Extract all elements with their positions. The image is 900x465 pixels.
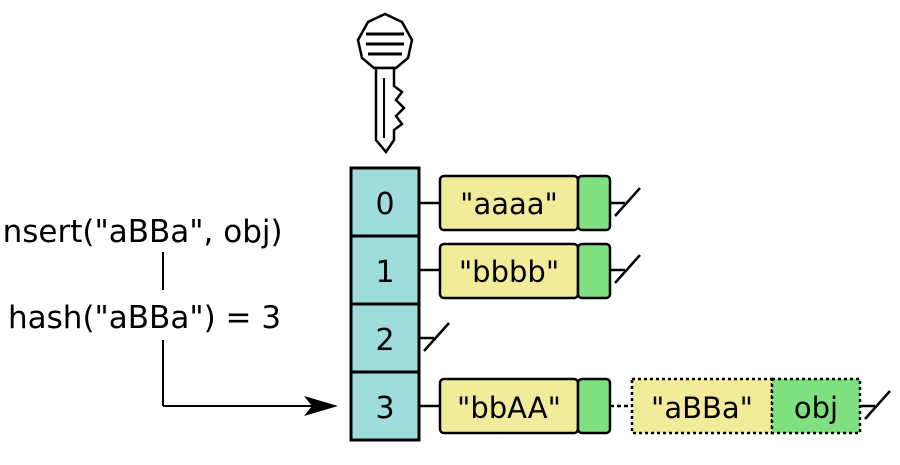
bucket-3: 3	[349, 370, 421, 442]
hash-label: hash("aBBa") = 3	[8, 300, 281, 336]
entry-key-0: "aaaa"	[460, 187, 558, 221]
null-terminator-1	[614, 254, 641, 284]
bucket-2: 2	[349, 302, 421, 374]
insert-connector	[162, 252, 318, 407]
bucket-index-1: 1	[375, 255, 394, 290]
bucket-1: 1	[349, 234, 421, 306]
insert-arrowhead	[304, 396, 338, 416]
bucket-index-2: 2	[375, 323, 394, 358]
key-icon	[356, 12, 414, 155]
bucket-index-0: 0	[375, 187, 394, 222]
new-entry-value: obj	[794, 391, 838, 425]
entry-row-0: "aaaa"	[419, 174, 641, 232]
new-entry-value-box	[770, 377, 862, 435]
entry-pointer-2	[576, 377, 612, 435]
bucket-array: 0 1 2 3	[349, 166, 421, 442]
entry-row-3: "bbAA" "aBBa" obj	[419, 377, 891, 435]
entry-key-2: "bbAA"	[457, 391, 561, 425]
entry-row-1: "bbbb"	[419, 242, 641, 300]
null-terminator-3	[864, 390, 891, 420]
new-entry-key: "aBBa"	[651, 391, 753, 425]
insert-label: insert("aBBa", obj)	[0, 214, 283, 250]
entry-row-2	[419, 322, 450, 352]
null-terminator-2	[423, 322, 450, 352]
entry-key-1: "bbbb"	[459, 255, 559, 289]
null-terminator-0	[614, 187, 641, 217]
new-entry: "aBBa" obj	[630, 377, 891, 435]
entry-pointer-1	[576, 242, 612, 300]
entry-pointer-0	[576, 174, 612, 232]
bucket-0: 0	[349, 166, 421, 238]
new-entry-key-box	[630, 377, 774, 435]
bucket-index-3: 3	[375, 391, 394, 426]
